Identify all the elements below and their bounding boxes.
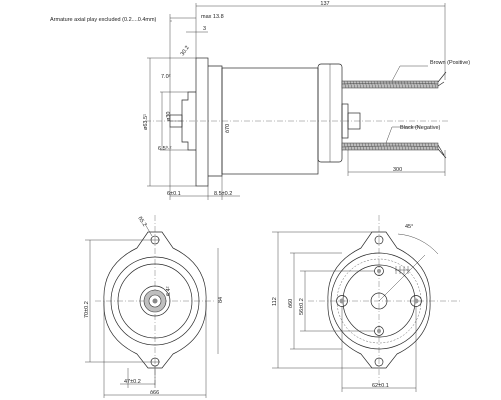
rear-inner2-label: 56±0.2: [299, 298, 305, 315]
front-inner-circle: [117, 263, 193, 339]
mounting-flange: [195, 57, 209, 187]
front-bottom-width-label: ô66: [150, 390, 159, 396]
front-flange: [103, 231, 207, 369]
flange-thickness-label: 3: [203, 26, 206, 32]
front-height-label: 70±0.2: [84, 301, 90, 318]
front-view: ñ5.2 70±0.2 6.4² 84 47±0.2 ô66: [84, 215, 224, 398]
brown-wire-label: Brown (Positive): [430, 60, 470, 66]
front-right-label: 84: [218, 297, 224, 303]
rear-body-circle: [330, 252, 428, 350]
right-bottom-label: 8.5±0.2: [214, 191, 232, 197]
rear-flange: [327, 231, 431, 369]
hub-diameter-label: ø30: [166, 112, 172, 121]
rear-view: 45° 112 ô60 56±0.2 62±0.1: [272, 215, 460, 392]
brown-wire-end: [437, 71, 447, 87]
lead-length-label: 300: [393, 167, 402, 173]
front-shaft-label: 6.4²: [166, 286, 172, 296]
hole-label: ñ5.2: [136, 216, 147, 228]
front-bottom-small-label: 47±0.2: [124, 379, 141, 385]
black-wire-label: Black (Negative): [400, 125, 441, 131]
bore-label: 7.0²: [161, 74, 171, 80]
max-length-label: max 13.8: [201, 14, 224, 20]
black-wire-end: [437, 144, 447, 159]
shaft-label: 6.5⁰·²: [158, 145, 172, 152]
overall-length-label: 137: [320, 1, 329, 7]
rear-terminal: [347, 112, 361, 130]
chamfer-label: 30.2: [180, 45, 191, 57]
flange-diameter-label: ø63.5¹: [143, 114, 149, 130]
side-view: 137 max 13.8 3 30.2 Armature axial play …: [50, 1, 470, 200]
rear-top-hole: [374, 235, 384, 245]
angle-label: 45°: [405, 224, 413, 230]
rear-height-label: 112: [272, 297, 278, 306]
body-diameter-label: ô70: [225, 124, 231, 133]
front-hub-circle: [139, 285, 171, 317]
cable-strands: [343, 80, 437, 151]
left-bottom-label: 6±0.1: [167, 191, 181, 197]
front-body-circle: [110, 256, 200, 346]
rear-inner1-label: ô60: [288, 299, 294, 308]
rear-bottom-width-label: 62±0.1: [372, 383, 389, 389]
rear-bottom-hole: [374, 357, 384, 367]
armature-note: Armature axial play excluded (0.2....0.4…: [50, 17, 157, 23]
